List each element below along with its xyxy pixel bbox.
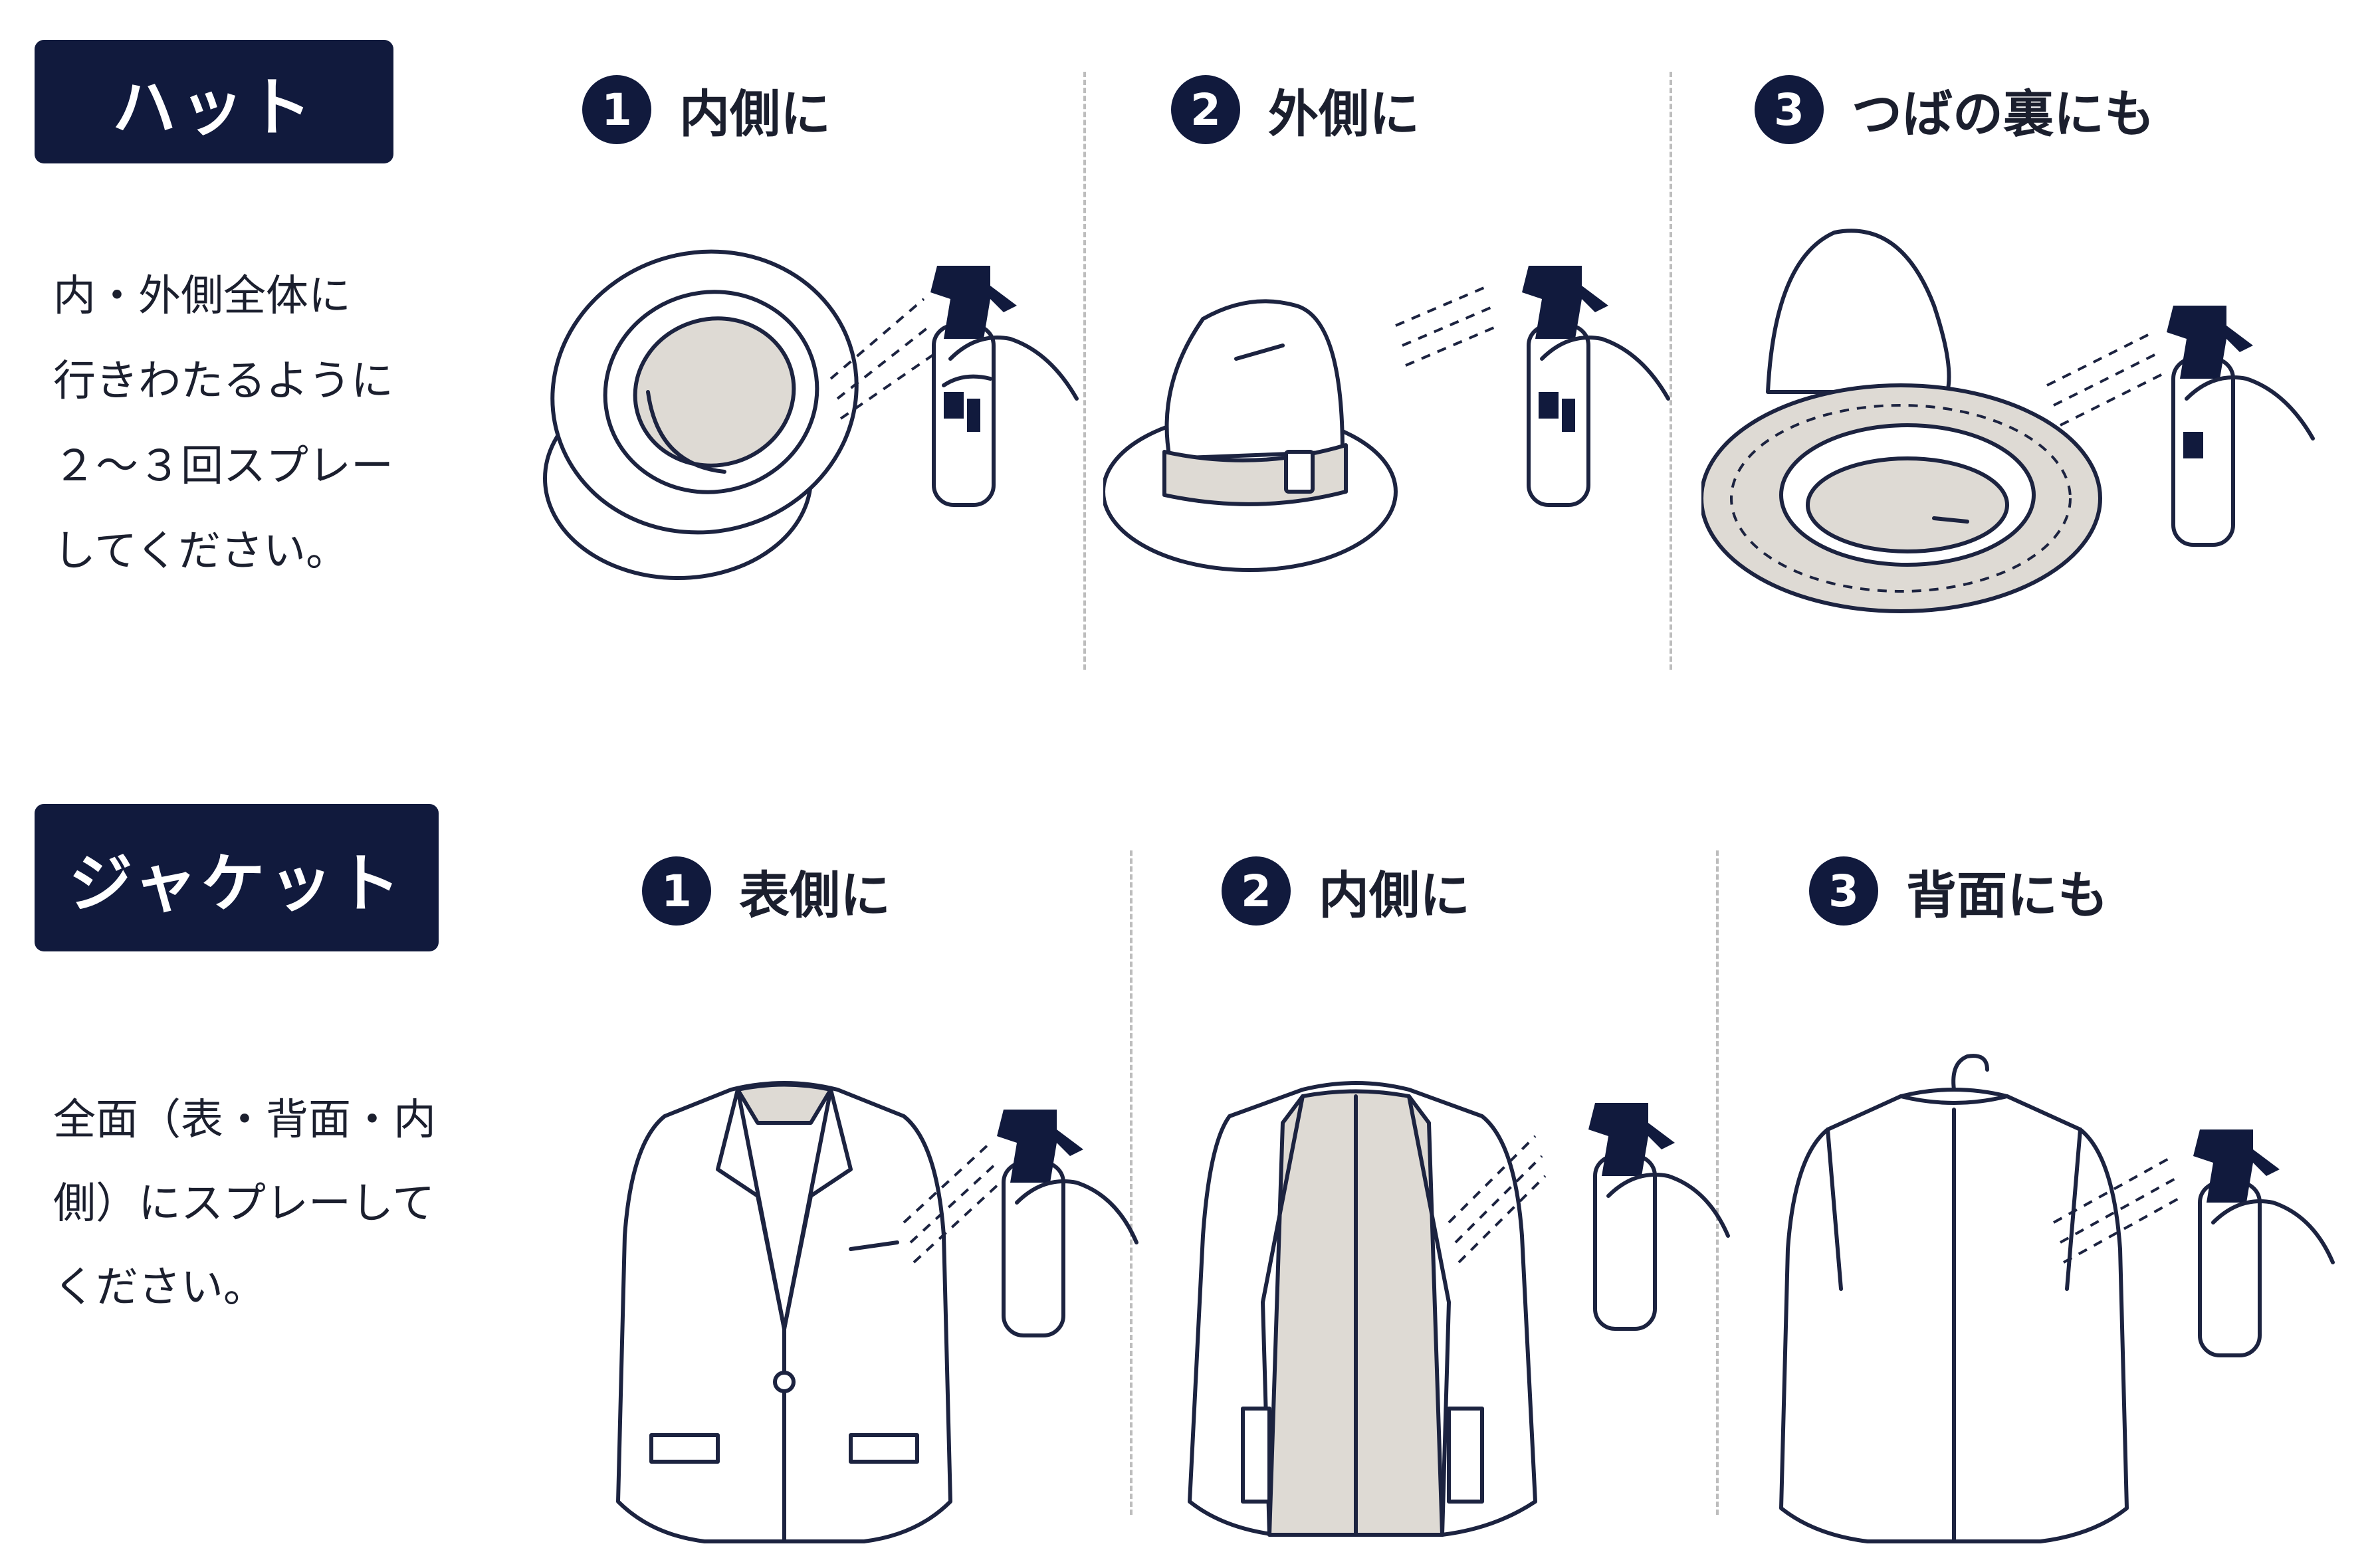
jacket-section-title: ジャケット (35, 804, 439, 951)
hanger-icon (1951, 1054, 1989, 1092)
step-number-badge: 1 (642, 856, 711, 926)
step-label: 背面にも (1906, 866, 2108, 925)
hat-instructions: 内・外側全体に 行きわたるように ２～３回スプレー してください。 (53, 254, 393, 594)
spray-mist (1448, 1135, 1547, 1264)
step-label: 外側に (1268, 84, 1420, 144)
spray-mist (2053, 1155, 2184, 1264)
jacket-instruction-line: ください。 (53, 1263, 266, 1312)
hat-instruction-line: ２～３回スプレー (53, 442, 393, 491)
spray-mist (1395, 284, 1499, 367)
jacket-step-1: 1 表側に (642, 854, 891, 928)
spray-bottle-icon (1522, 266, 1670, 507)
step-divider (1716, 850, 1719, 1515)
jacket-icon (1779, 1088, 2129, 1543)
step-divider (1083, 72, 1086, 670)
hat-step-2: 2 外側に (1171, 73, 1420, 146)
hat-instruction-line: してください。 (53, 527, 349, 576)
step-number-badge: 2 (1222, 856, 1291, 926)
step-number-badge: 3 (1755, 75, 1824, 144)
hat-icon (543, 249, 859, 580)
spray-mist (2046, 331, 2167, 427)
jacket-icon (616, 1081, 952, 1543)
step-divider (1130, 850, 1133, 1515)
hat-step-3: 3 つばの裏にも (1755, 73, 2155, 146)
jacket-instruction-line: 全面（表・背面・内 (53, 1096, 436, 1145)
hat-icon (1701, 229, 2102, 613)
hat-step-1: 1 内側に (582, 73, 831, 146)
hat-icon (1103, 299, 1398, 572)
step-label: 内側に (679, 84, 831, 144)
jacket-icon (1188, 1081, 1537, 1537)
hat-section: ハット 内・外側全体に 行きわたるように ２～３回スプレー してください。 1 … (0, 0, 2376, 691)
jacket-step-2: 2 内側に (1222, 854, 1470, 928)
hat-brim-illustration (1701, 229, 2315, 613)
jacket-inside-illustration (1188, 1081, 1730, 1537)
spray-bottle-icon (997, 1110, 1138, 1337)
jacket-instruction-line: 側）にスプレーして (53, 1179, 435, 1228)
spray-bottle-icon (930, 266, 1079, 507)
jacket-instructions: 全面（表・背面・内 側）にスプレーして ください。 (53, 1078, 436, 1329)
jacket-back-illustration (1779, 1054, 2335, 1543)
step-number-badge: 3 (1809, 856, 1878, 926)
step-number-badge: 2 (1171, 75, 1240, 144)
hat-instruction-line: 行きわたるように (53, 357, 393, 406)
hat-inside-illustration (543, 249, 1079, 580)
step-divider (1670, 72, 1672, 670)
jacket-step-3: 3 背面にも (1809, 854, 2108, 928)
jacket-section: ジャケット 全面（表・背面・内 側）にスプレーして ください。 1 表側に 2 … (0, 757, 2376, 1547)
hat-outside-illustration (1103, 266, 1670, 572)
hat-section-title: ハット (35, 40, 393, 163)
step-label: つばの裏にも (1852, 84, 2155, 144)
hat-instruction-line: 内・外側全体に (53, 272, 351, 321)
spray-bottle-icon (2193, 1129, 2335, 1357)
spray-bottle-icon (1588, 1103, 1730, 1331)
step-label: 内側に (1319, 866, 1470, 925)
spray-mist (829, 298, 938, 420)
spray-bottle-icon (2167, 306, 2315, 547)
step-label: 表側に (739, 866, 891, 925)
jacket-front-illustration (616, 1081, 1138, 1543)
spray-mist (903, 1141, 1002, 1264)
step-number-badge: 1 (582, 75, 651, 144)
